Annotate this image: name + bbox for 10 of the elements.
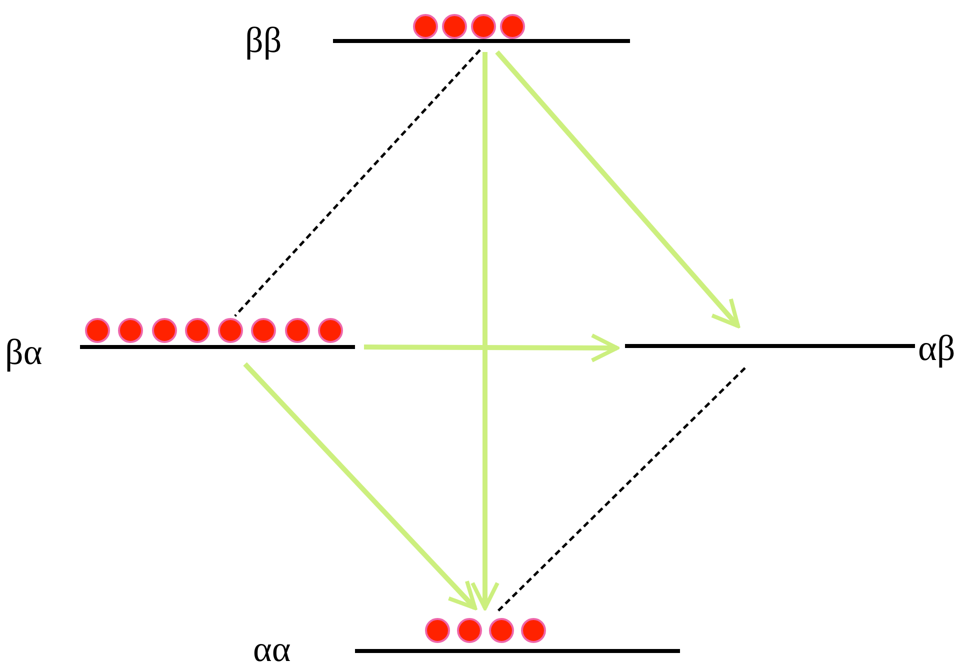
state-label: αβ xyxy=(918,328,956,368)
arrow xyxy=(243,362,477,610)
state-label: βα xyxy=(5,332,42,372)
state-label: ββ xyxy=(245,20,282,60)
arrow xyxy=(495,50,740,328)
arrow xyxy=(364,333,619,362)
dashed-line xyxy=(496,367,746,613)
state-label: αα xyxy=(253,629,291,665)
dashed-line xyxy=(234,49,481,317)
arrow xyxy=(470,52,500,610)
